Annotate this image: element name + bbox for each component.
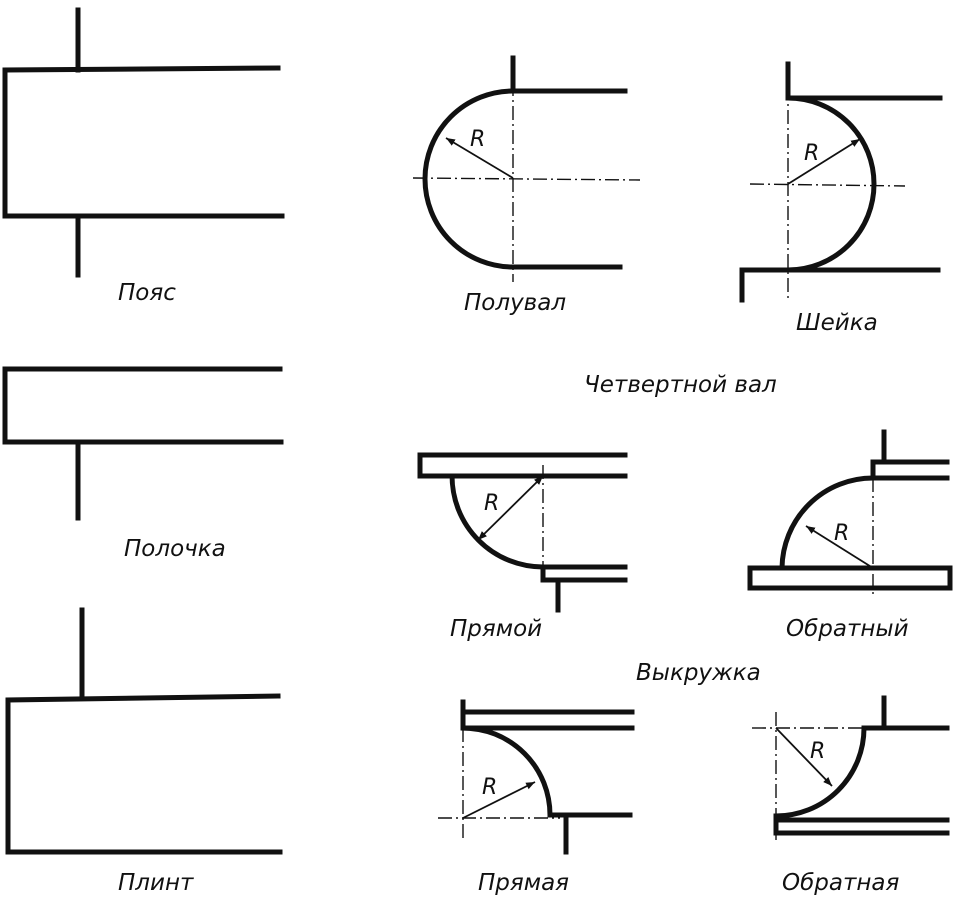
radius-label-vykruzhka-obratnaya: R — [810, 739, 825, 764]
label-sheyka: Шейка — [796, 310, 878, 336]
label-poluval: Полувал — [464, 290, 566, 316]
fig-polochka: Полочка — [2, 366, 284, 562]
radius-label-sheyka: R — [804, 141, 819, 166]
label-vykruzhka-obratnaya: Обратная — [782, 870, 900, 896]
label-chetvertnoy-pryamoy: Прямой — [450, 616, 542, 642]
label-chetvertnoy-obratny: Обратный — [786, 616, 909, 642]
fig-vykruzhka-obratnaya: R Обратная — [752, 695, 950, 896]
radius-label-poluval: R — [470, 127, 485, 152]
fig-plint: Плинт — [5, 607, 283, 896]
label-poyas: Пояс — [118, 280, 176, 306]
fig-chetvertnoy-obratny: R Обратный — [747, 429, 953, 642]
fig-poluval: R Полувал — [412, 55, 641, 316]
title-vykruzhka: Выкружка — [636, 660, 761, 686]
radius-label-vykruzhka-pryamaya: R — [482, 775, 497, 800]
title-chetvertnoy-val: Четвертной вал — [584, 372, 777, 398]
label-plint: Плинт — [118, 870, 194, 896]
label-vykruzhka-pryamaya: Прямая — [478, 870, 569, 896]
fig-vykruzhka-pryamaya: R Прямая — [438, 699, 635, 896]
label-polochka: Полочка — [124, 536, 226, 562]
fig-chetvertnoy-pryamoy: R Прямой — [417, 452, 628, 642]
fig-poyas: Пояс — [2, 7, 285, 306]
radius-label-chetvertnoy-obratny: R — [834, 521, 849, 546]
fig-sheyka: R Шейка — [739, 61, 943, 336]
radius-label-chetvertnoy-pryamoy: R — [484, 491, 499, 516]
